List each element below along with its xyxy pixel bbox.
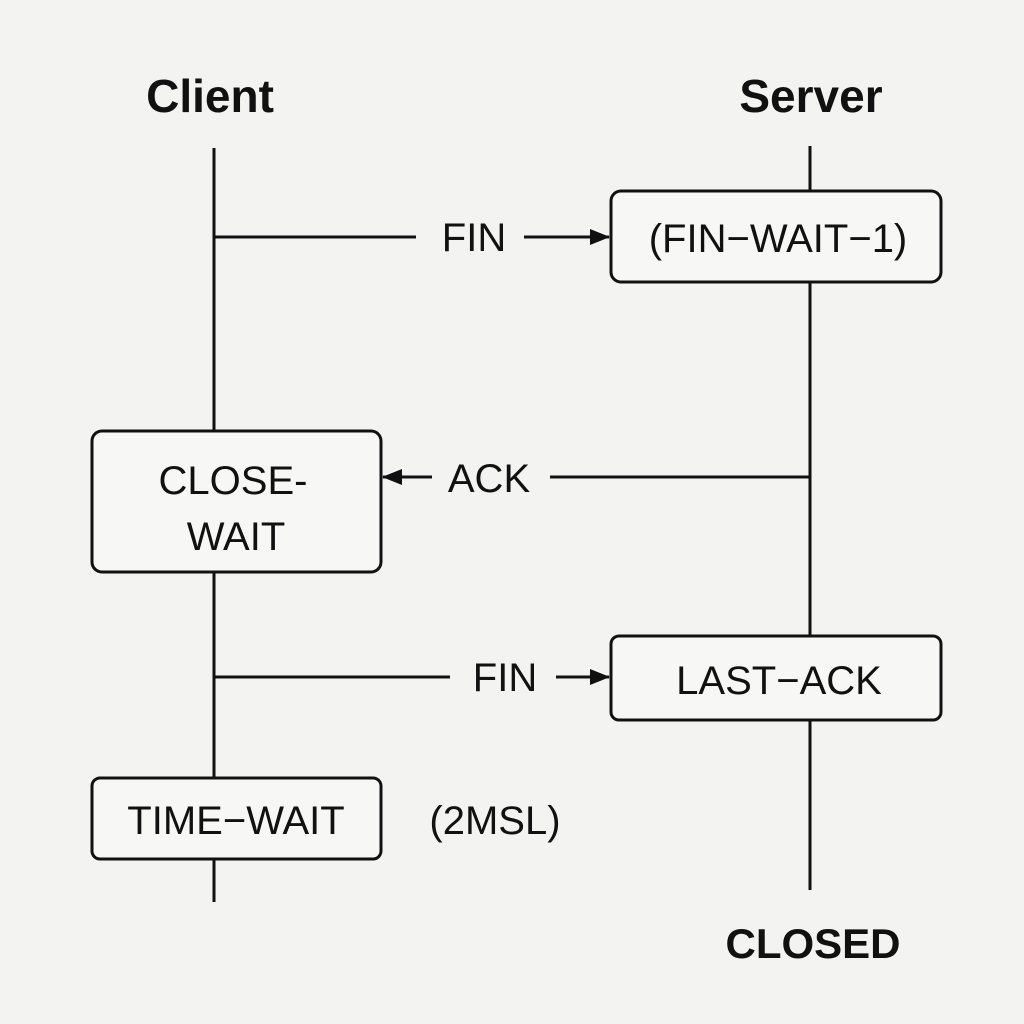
client-header: Client	[146, 70, 274, 122]
state-fin-wait-1-label: (FIN−WAIT−1)	[649, 217, 908, 261]
state-closed-label: CLOSED	[725, 920, 900, 967]
message-fin-2: FIN	[214, 656, 610, 700]
state-time-wait-label: TIME−WAIT	[127, 799, 344, 843]
message-ack-label: ACK	[448, 457, 531, 501]
time-wait-duration-note: (2MSL)	[429, 799, 560, 843]
state-close-wait: CLOSE- WAIT	[90, 429, 383, 574]
message-fin-1: FIN	[214, 216, 610, 260]
message-fin-1-label: FIN	[442, 216, 506, 260]
state-time-wait: TIME−WAIT	[90, 776, 383, 861]
state-close-wait-line1: CLOSE-	[159, 459, 308, 503]
state-last-ack-label: LAST−ACK	[676, 659, 882, 703]
server-header: Server	[739, 70, 882, 122]
state-last-ack: LAST−ACK	[609, 634, 943, 722]
message-ack: ACK	[382, 457, 810, 501]
state-close-wait-line2: WAIT	[187, 515, 286, 559]
state-fin-wait-1: (FIN−WAIT−1)	[609, 189, 943, 284]
message-fin-2-label: FIN	[473, 656, 537, 700]
